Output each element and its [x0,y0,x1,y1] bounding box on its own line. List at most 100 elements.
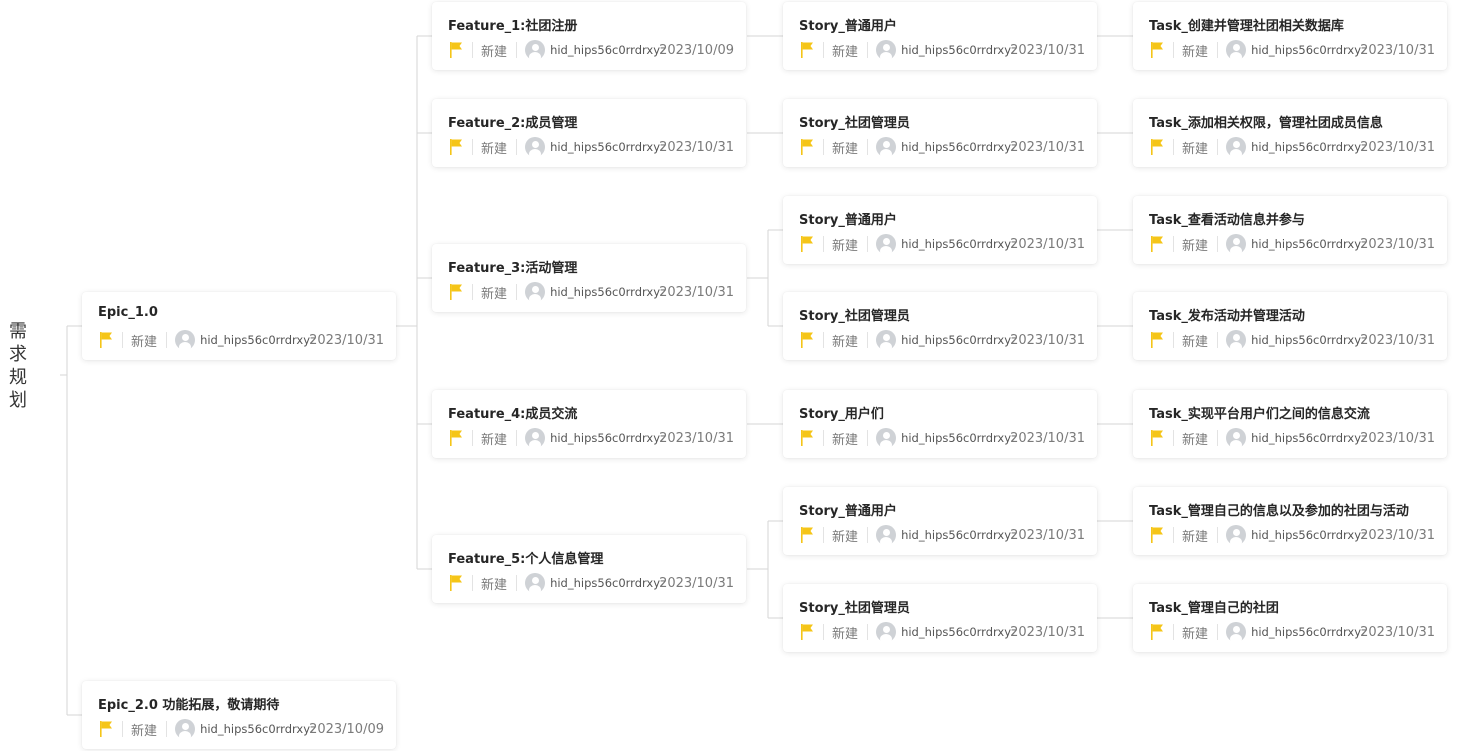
due-date[interactable]: 2023/10/31 [1360,527,1435,543]
assignee-name[interactable]: hid_hips56c0rrdrxyz [1251,333,1368,347]
due-date[interactable]: 2023/10/31 [659,139,734,155]
priority-flag-icon[interactable] [1149,41,1165,59]
priority-flag-icon[interactable] [448,283,464,301]
status-label[interactable]: 新建 [831,529,858,545]
status-label[interactable]: 新建 [831,626,858,642]
priority-flag-icon[interactable] [799,41,815,59]
due-date[interactable]: 2023/10/31 [1010,139,1085,155]
assignee-name[interactable]: hid_hips56c0rrdrxyz [1251,43,1368,57]
priority-flag-icon[interactable] [1149,623,1165,641]
status-label[interactable]: 新建 [480,44,507,60]
assignee-name[interactable]: hid_hips56c0rrdrxyz [1251,237,1368,251]
assignee-name[interactable]: hid_hips56c0rrdrxyz [550,576,667,590]
feature-card[interactable]: Feature_2:成员管理 新建 hid_hips56c0rrdrxyz 20… [432,99,746,167]
due-date[interactable]: 2023/10/31 [1360,624,1435,640]
priority-flag-icon[interactable] [799,331,815,349]
task-card[interactable]: Task_发布活动并管理活动 新建 hid_hips56c0rrdrxyz 20… [1133,292,1447,360]
due-date[interactable]: 2023/10/31 [1360,332,1435,348]
feature-card[interactable]: Feature_1:社团注册 新建 hid_hips56c0rrdrxyz 20… [432,2,746,70]
due-date[interactable]: 2023/10/09 [659,42,734,58]
status-label[interactable]: 新建 [831,44,858,60]
assignee-name[interactable]: hid_hips56c0rrdrxyz [1251,625,1368,639]
priority-flag-icon[interactable] [799,526,815,544]
feature-card[interactable]: Feature_5:个人信息管理 新建 hid_hips56c0rrdrxyz … [432,535,746,603]
priority-flag-icon[interactable] [799,429,815,447]
status-label[interactable]: 新建 [1181,44,1208,60]
status-label[interactable]: 新建 [831,334,858,350]
due-date[interactable]: 2023/10/31 [309,332,384,348]
assignee-name[interactable]: hid_hips56c0rrdrxyz [200,722,317,736]
assignee-name[interactable]: hid_hips56c0rrdrxyz [901,237,1018,251]
assignee-name[interactable]: hid_hips56c0rrdrxyz [200,333,317,347]
due-date[interactable]: 2023/10/31 [1360,430,1435,446]
due-date[interactable]: 2023/10/09 [309,721,384,737]
priority-flag-icon[interactable] [1149,526,1165,544]
assignee-name[interactable]: hid_hips56c0rrdrxyz [901,625,1018,639]
feature-card[interactable]: Feature_4:成员交流 新建 hid_hips56c0rrdrxyz 20… [432,390,746,458]
status-label[interactable]: 新建 [1181,334,1208,350]
root-node-label[interactable]: 需求规划 [9,321,27,411]
due-date[interactable]: 2023/10/31 [1010,332,1085,348]
assignee-name[interactable]: hid_hips56c0rrdrxyz [901,431,1018,445]
status-label[interactable]: 新建 [831,238,858,254]
story-card[interactable]: Story_普通用户 新建 hid_hips56c0rrdrxyz 2023/1… [783,2,1097,70]
status-label[interactable]: 新建 [1181,529,1208,545]
due-date[interactable]: 2023/10/31 [1360,139,1435,155]
epic-card[interactable]: Epic_1.0 新建 hid_hips56c0rrdrxyz 2023/10/… [82,292,396,360]
priority-flag-icon[interactable] [448,574,464,592]
assignee-name[interactable]: hid_hips56c0rrdrxyz [901,528,1018,542]
due-date[interactable]: 2023/10/31 [1010,624,1085,640]
priority-flag-icon[interactable] [1149,235,1165,253]
due-date[interactable]: 2023/10/31 [1010,430,1085,446]
assignee-name[interactable]: hid_hips56c0rrdrxyz [550,285,667,299]
task-card[interactable]: Task_创建并管理社团相关数据库 新建 hid_hips56c0rrdrxyz… [1133,2,1447,70]
priority-flag-icon[interactable] [1149,331,1165,349]
status-label[interactable]: 新建 [480,432,507,448]
assignee-name[interactable]: hid_hips56c0rrdrxyz [550,43,667,57]
story-card[interactable]: Story_普通用户 新建 hid_hips56c0rrdrxyz 2023/1… [783,487,1097,555]
epic-card[interactable]: Epic_2.0 功能拓展，敬请期待 新建 hid_hips56c0rrdrxy… [82,681,396,749]
due-date[interactable]: 2023/10/31 [1010,42,1085,58]
assignee-name[interactable]: hid_hips56c0rrdrxyz [901,43,1018,57]
status-label[interactable]: 新建 [480,286,507,302]
status-label[interactable]: 新建 [831,141,858,157]
due-date[interactable]: 2023/10/31 [1010,236,1085,252]
status-label[interactable]: 新建 [1181,626,1208,642]
priority-flag-icon[interactable] [98,720,114,738]
task-card[interactable]: Task_实现平台用户们之间的信息交流 新建 hid_hips56c0rrdrx… [1133,390,1447,458]
task-card[interactable]: Task_查看活动信息并参与 新建 hid_hips56c0rrdrxyz 20… [1133,196,1447,264]
priority-flag-icon[interactable] [448,429,464,447]
priority-flag-icon[interactable] [799,138,815,156]
status-label[interactable]: 新建 [831,432,858,448]
status-label[interactable]: 新建 [1181,432,1208,448]
assignee-name[interactable]: hid_hips56c0rrdrxyz [901,333,1018,347]
task-card[interactable]: Task_管理自己的信息以及参加的社团与活动 新建 hid_hips56c0rr… [1133,487,1447,555]
story-card[interactable]: Story_用户们 新建 hid_hips56c0rrdrxyz 2023/10… [783,390,1097,458]
priority-flag-icon[interactable] [448,138,464,156]
assignee-name[interactable]: hid_hips56c0rrdrxyz [550,431,667,445]
story-card[interactable]: Story_社团管理员 新建 hid_hips56c0rrdrxyz 2023/… [783,292,1097,360]
assignee-name[interactable]: hid_hips56c0rrdrxyz [1251,431,1368,445]
priority-flag-icon[interactable] [448,41,464,59]
status-label[interactable]: 新建 [1181,238,1208,254]
due-date[interactable]: 2023/10/31 [1010,527,1085,543]
task-card[interactable]: Task_添加相关权限，管理社团成员信息 新建 hid_hips56c0rrdr… [1133,99,1447,167]
due-date[interactable]: 2023/10/31 [1360,236,1435,252]
assignee-name[interactable]: hid_hips56c0rrdrxyz [550,140,667,154]
story-card[interactable]: Story_普通用户 新建 hid_hips56c0rrdrxyz 2023/1… [783,196,1097,264]
due-date[interactable]: 2023/10/31 [1360,42,1435,58]
assignee-name[interactable]: hid_hips56c0rrdrxyz [1251,140,1368,154]
feature-card[interactable]: Feature_3:活动管理 新建 hid_hips56c0rrdrxyz 20… [432,244,746,312]
task-card[interactable]: Task_管理自己的社团 新建 hid_hips56c0rrdrxyz 2023… [1133,584,1447,652]
story-card[interactable]: Story_社团管理员 新建 hid_hips56c0rrdrxyz 2023/… [783,584,1097,652]
assignee-name[interactable]: hid_hips56c0rrdrxyz [1251,528,1368,542]
status-label[interactable]: 新建 [130,723,157,739]
due-date[interactable]: 2023/10/31 [659,430,734,446]
status-label[interactable]: 新建 [130,334,157,350]
status-label[interactable]: 新建 [480,141,507,157]
due-date[interactable]: 2023/10/31 [659,284,734,300]
priority-flag-icon[interactable] [799,623,815,641]
priority-flag-icon[interactable] [98,331,114,349]
priority-flag-icon[interactable] [1149,429,1165,447]
assignee-name[interactable]: hid_hips56c0rrdrxyz [901,140,1018,154]
